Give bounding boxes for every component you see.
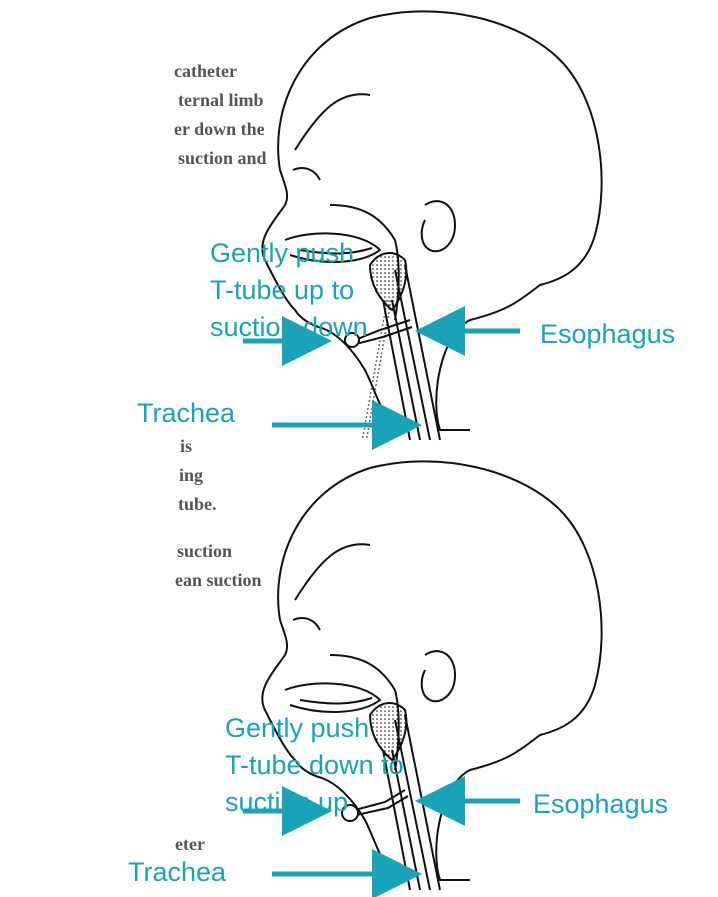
top-instruction-line-3: suction down bbox=[210, 308, 368, 346]
top-head-illustration bbox=[262, 11, 601, 440]
top-esophagus-label: Esophagus bbox=[540, 315, 675, 353]
bottom-instruction-line-3: suction up bbox=[225, 783, 348, 821]
top-instruction-line-1: Gently push bbox=[210, 234, 354, 272]
bottom-instruction-line-1: Gently push bbox=[225, 709, 369, 747]
top-ear bbox=[422, 201, 455, 251]
bottom-esophagus-label: Esophagus bbox=[533, 785, 668, 823]
top-head-outline bbox=[262, 11, 601, 430]
top-instruction-line-2: T-tube up to bbox=[210, 271, 354, 309]
bottom-head-illustration bbox=[262, 461, 601, 890]
top-hair bbox=[295, 94, 370, 150]
bottom-instruction-line-2: T-tube down to bbox=[225, 746, 404, 784]
top-trachea-label: Trachea bbox=[137, 394, 235, 432]
bottom-hair bbox=[295, 544, 370, 600]
bottom-oral-cavity bbox=[285, 683, 380, 712]
bottom-trachea-label: Trachea bbox=[128, 853, 226, 891]
bottom-ear bbox=[422, 651, 455, 701]
